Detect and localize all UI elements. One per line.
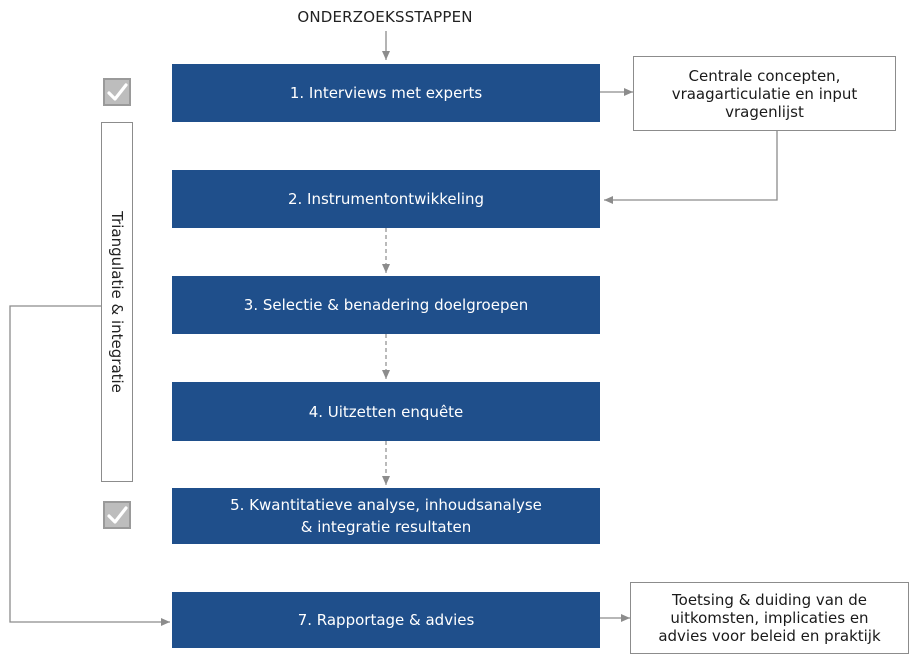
step-selection: 3. Selectie & benadering doelgroepen (172, 276, 600, 334)
checkmark-icon (103, 78, 131, 106)
step-survey: 4. Uitzetten enquête (172, 382, 600, 441)
step-analysis: 5. Kwantitatieve analyse, inhoudsanalyse… (172, 488, 600, 544)
connector-triangulation-step7 (9, 305, 170, 626)
checkmark-icon (103, 501, 131, 529)
step-instrument: 2. Instrumentontwikkeling (172, 170, 600, 228)
note-report-output: Toetsing & duiding van de uitkomsten, im… (630, 582, 909, 654)
triangulation-label: Triangulatie & integratie (108, 211, 126, 393)
connector-note-step2 (604, 130, 778, 204)
note-experts-output: Centrale concepten, vraagarticulatie en … (633, 56, 896, 131)
step-report: 7. Rapportage & advies (172, 592, 600, 648)
diagram-title: ONDERZOEKSSTAPPEN (297, 8, 473, 26)
step-interviews: 1. Interviews met experts (172, 64, 600, 122)
triangulation-box (101, 122, 133, 482)
